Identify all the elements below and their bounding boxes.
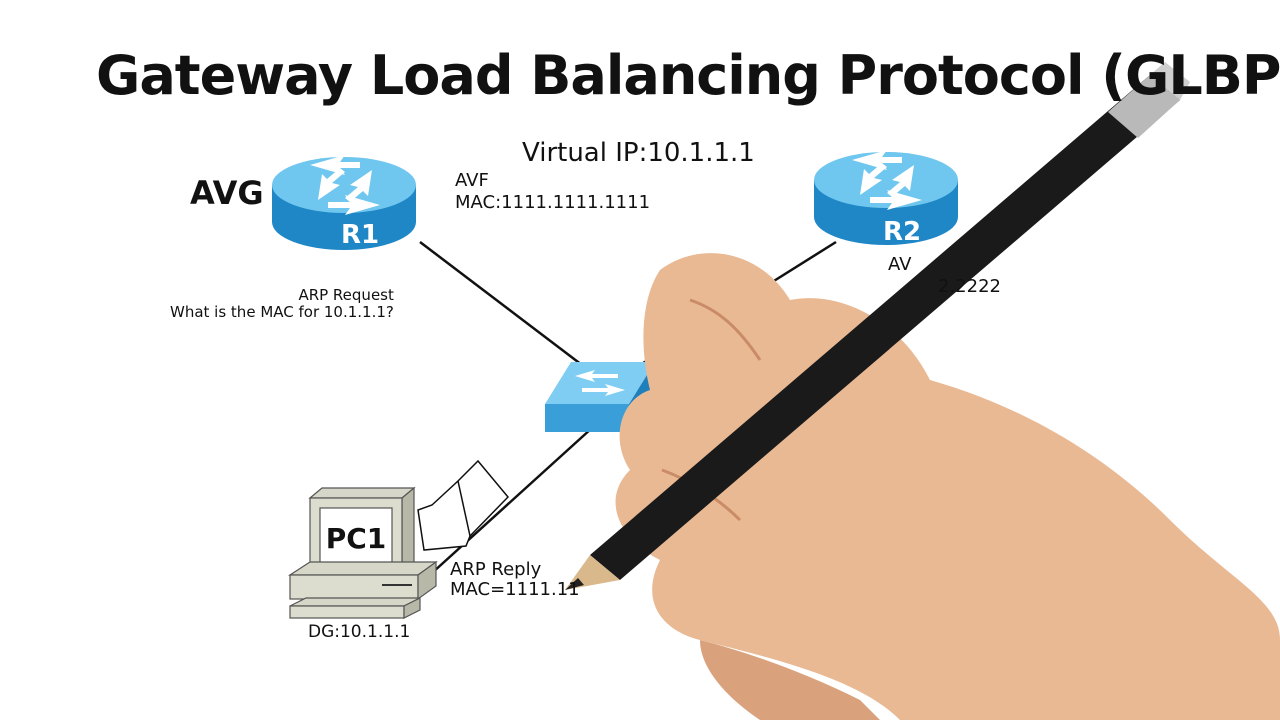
virtual-ip-label: Virtual IP:10.1.1.1 xyxy=(522,138,755,168)
r2-mac: 2.2222 xyxy=(938,276,1001,298)
arp-request-title: ARP Request xyxy=(170,287,394,304)
r1-mac: MAC:1111.1111.1111 xyxy=(455,192,650,214)
pc-name-label: PC1 xyxy=(326,522,387,555)
r2-info: AV 2.2222 xyxy=(888,254,1001,298)
arp-request-label: ARP Request What is the MAC for 10.1.1.1… xyxy=(170,287,394,321)
pc-default-gateway: DG:10.1.1.1 xyxy=(308,622,410,642)
router-r1-icon xyxy=(272,155,416,250)
arp-reply-title: ARP Reply xyxy=(450,560,580,580)
avg-label: AVG xyxy=(190,174,264,212)
arp-reply-arrow-icon xyxy=(418,461,508,550)
r1-role: AVF xyxy=(455,170,650,192)
page-title: Gateway Load Balancing Protocol (GLBP) xyxy=(96,44,1280,107)
r1-info: AVF MAC:1111.1111.1111 xyxy=(455,170,650,214)
r2-role: AV xyxy=(888,254,1001,276)
arp-request-question: What is the MAC for 10.1.1.1? xyxy=(170,304,394,321)
router-r2-icon xyxy=(814,150,958,245)
link-r1-switch xyxy=(420,242,582,365)
arp-reply-label: ARP Reply MAC=1111.11 xyxy=(450,560,580,600)
arp-reply-mac: MAC=1111.11 xyxy=(450,580,580,600)
